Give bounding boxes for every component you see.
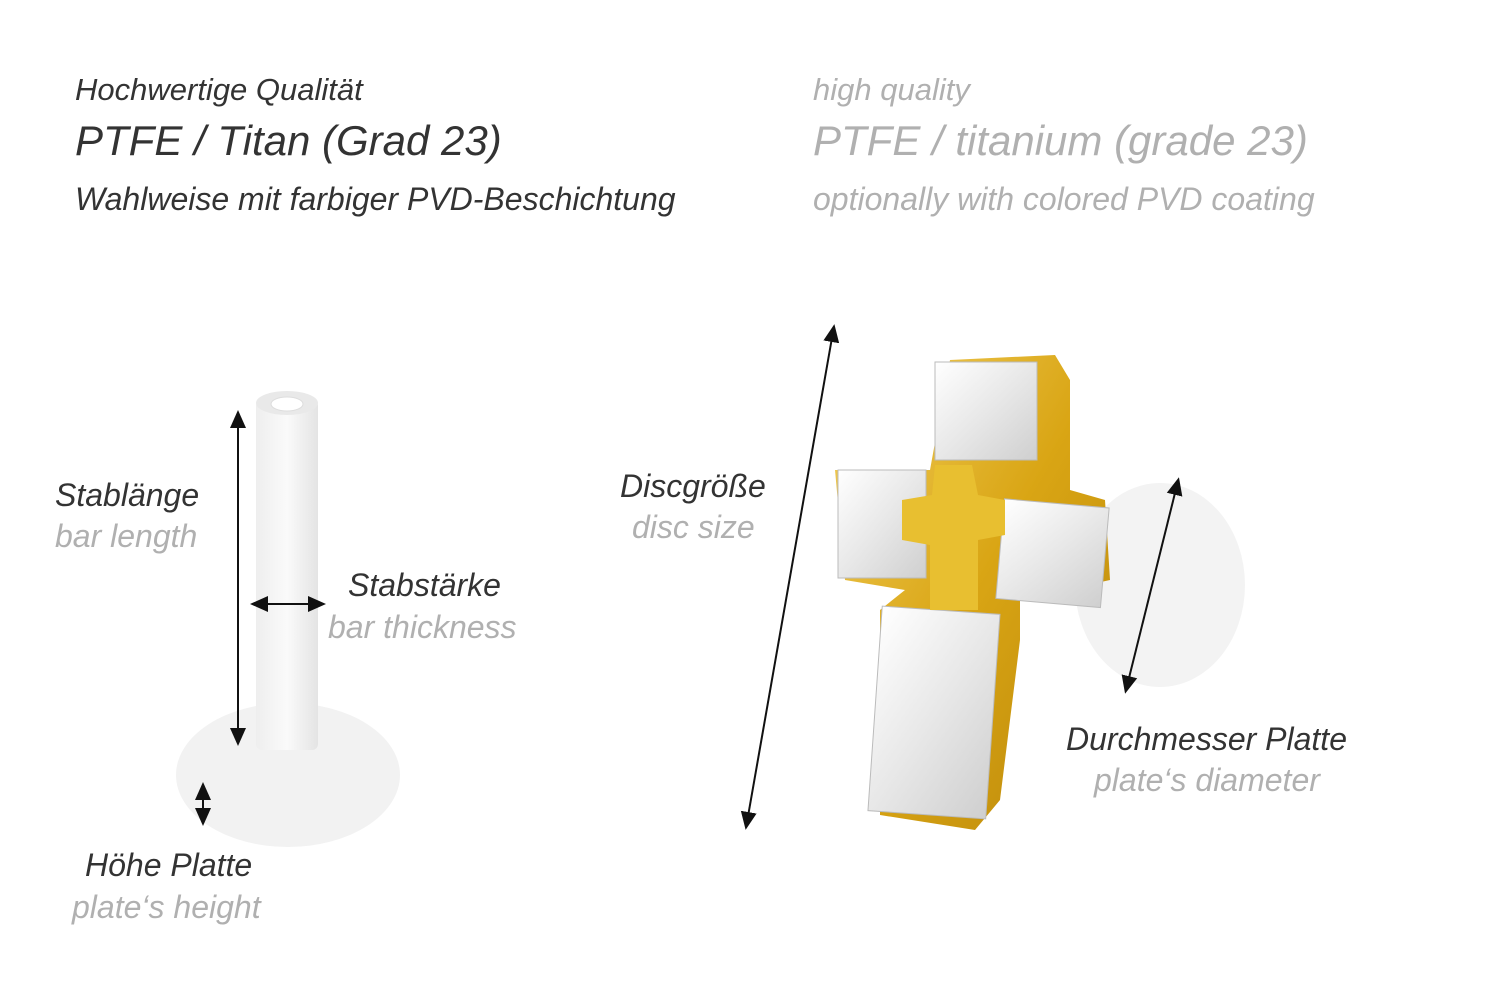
- disc-size-de: Discgröße: [620, 468, 766, 504]
- plate-diameter-en: plate‘s diameter: [1094, 762, 1320, 798]
- plate-diameter-de: Durchmesser Platte: [1066, 721, 1347, 757]
- quality-de: Hochwertige Qualität: [75, 72, 363, 107]
- bar-length-en: bar length: [55, 518, 198, 554]
- coating-de: Wahlweise mit farbiger PVD-Beschichtung: [75, 181, 676, 217]
- gem-right: [995, 498, 1110, 609]
- plate-height-en: plate‘s height: [72, 889, 261, 925]
- material-de: PTFE / Titan (Grad 23): [75, 117, 502, 164]
- quality-en: high quality: [813, 72, 970, 107]
- bar-thickness-en: bar thickness: [328, 609, 517, 645]
- plate-height-de: Höhe Platte: [85, 847, 253, 883]
- bar-length-de: Stablänge: [55, 477, 200, 513]
- ptfe-labret-pin: [176, 391, 400, 847]
- material-en: PTFE / titanium (grade 23): [813, 117, 1308, 164]
- gem-top: [934, 361, 1038, 461]
- disc-size-en: disc size: [632, 509, 755, 545]
- cross-top: [835, 355, 1245, 830]
- plate-diameter-arrow: [1121, 477, 1183, 694]
- gem-bottom: [867, 605, 1001, 820]
- coating-en: optionally with colored PVD coating: [813, 181, 1315, 217]
- disc-size-arrow: [740, 324, 840, 830]
- bar-thickness-de: Stabstärke: [348, 567, 501, 603]
